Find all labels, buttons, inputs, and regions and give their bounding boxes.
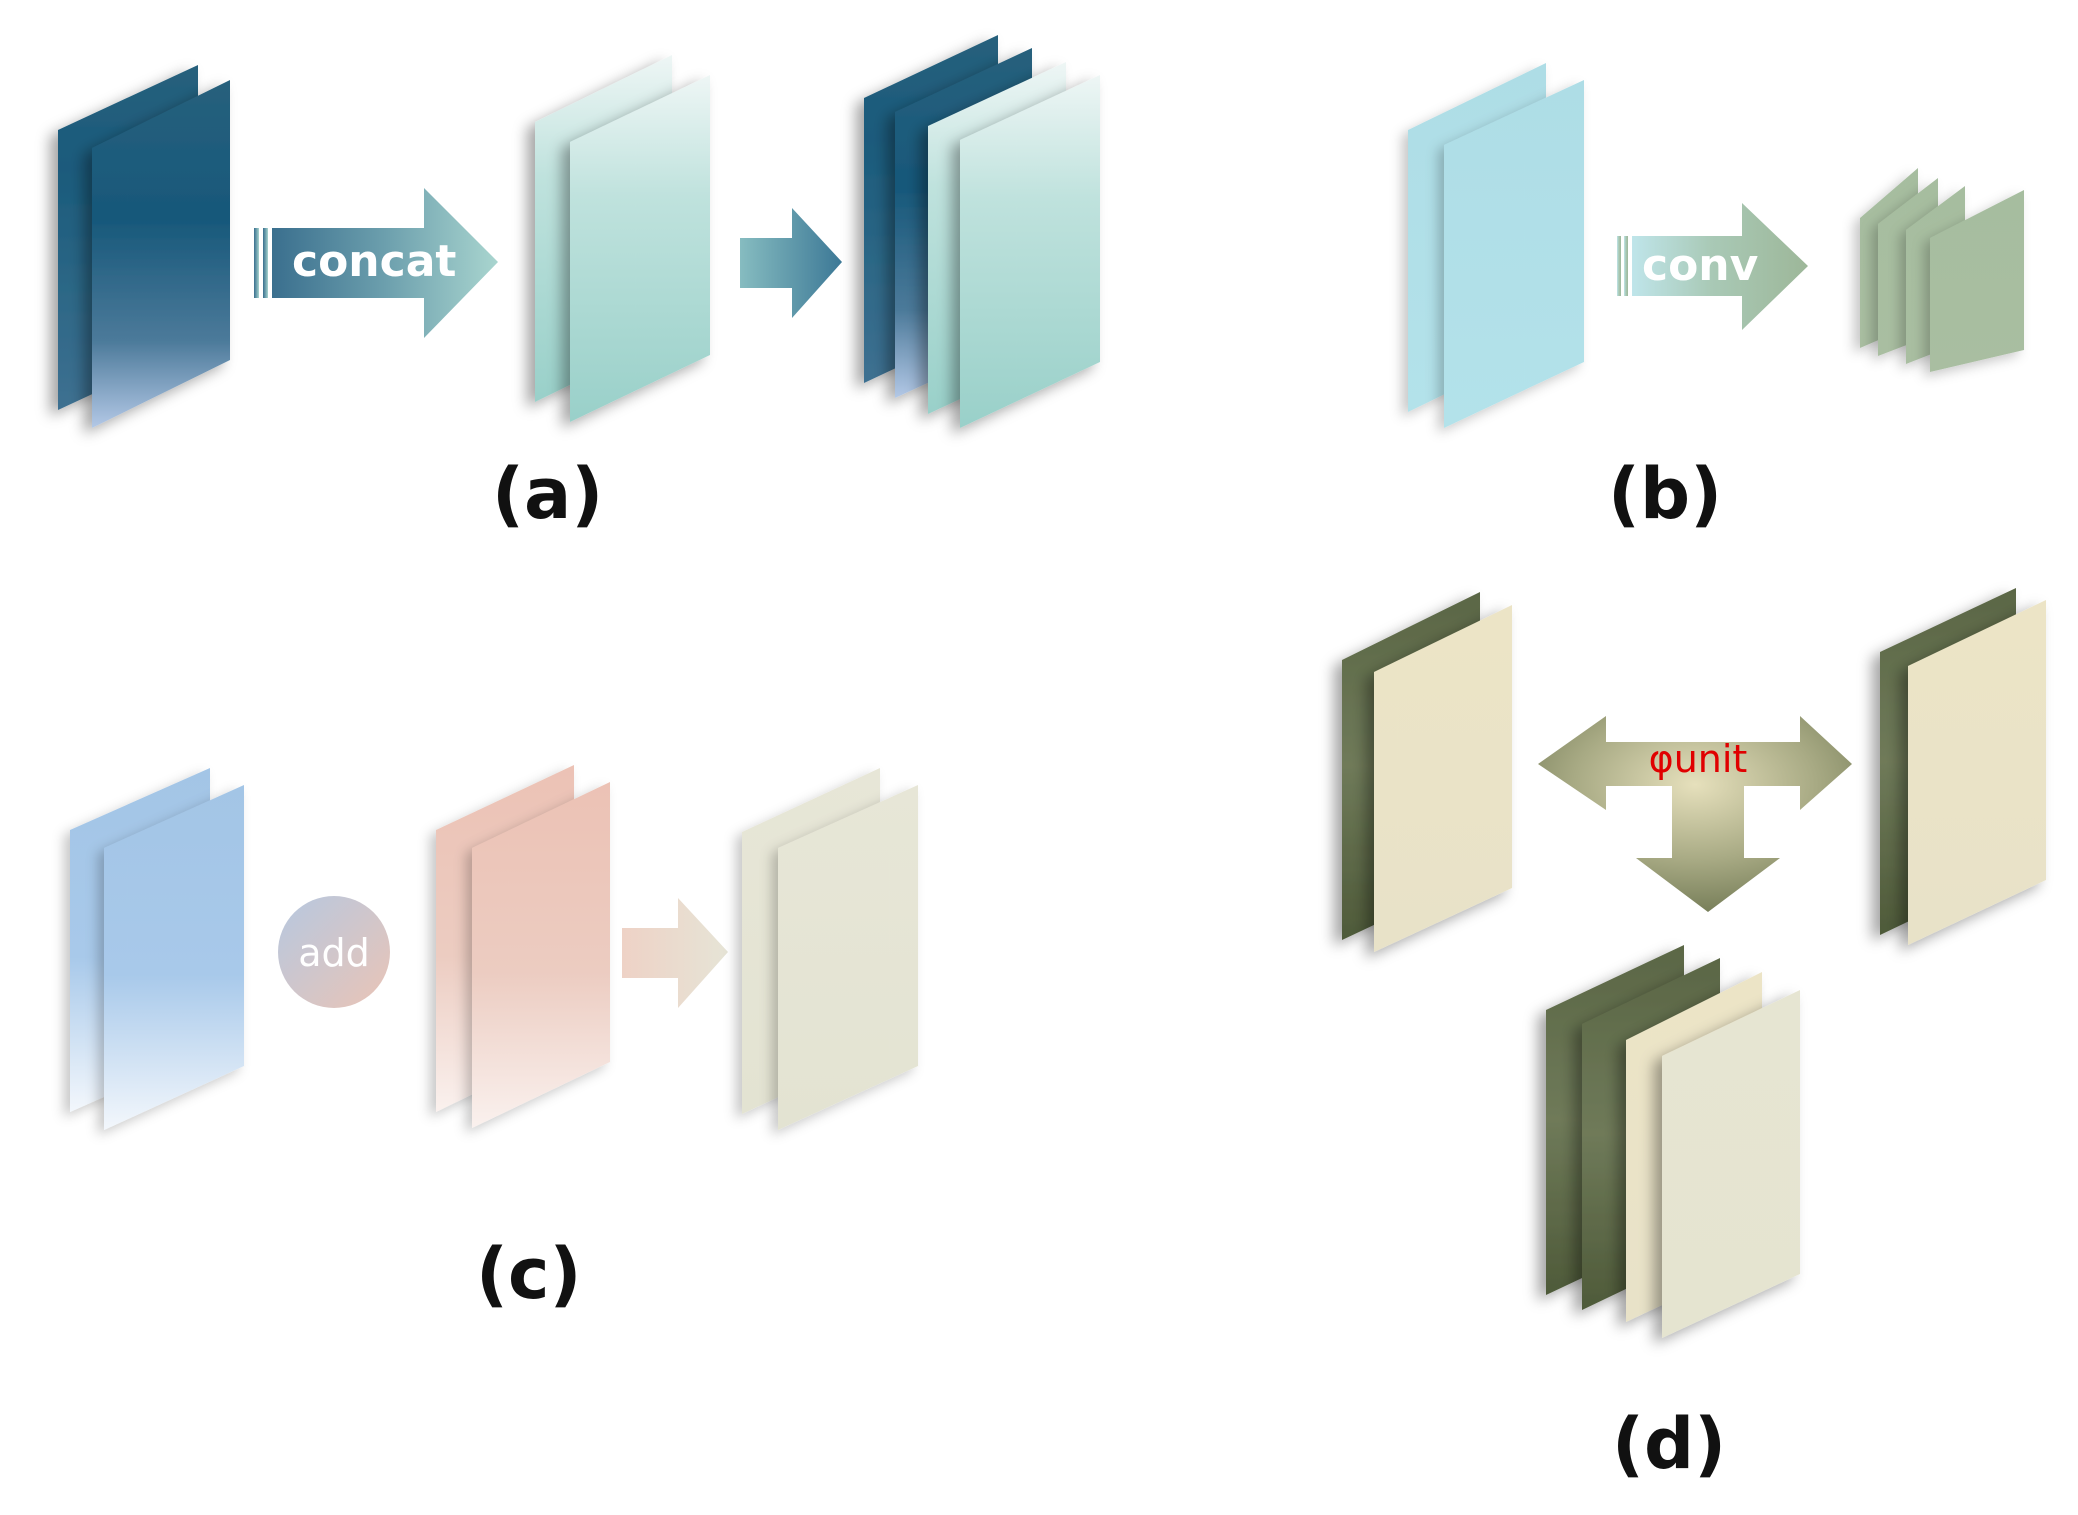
phi-output-feature-map [1546, 945, 1800, 1338]
input-feature-map-light [535, 55, 710, 422]
add-label: add [298, 931, 370, 975]
concatenated-feature-map [864, 35, 1100, 428]
add-output-feature-map [742, 768, 918, 1130]
phi-unit-label: φunit [1649, 737, 1748, 781]
caption-a: (a) [492, 453, 603, 535]
concat-arrow: concat [254, 188, 498, 338]
conv-arrow: conv [1617, 203, 1808, 330]
conv-input-feature-map [1408, 63, 1584, 428]
add-result-arrow [622, 898, 728, 1008]
caption-c: (c) [476, 1233, 581, 1315]
phi-input-feature-map-left [1342, 592, 1512, 952]
caption-d: (d) [1612, 1403, 1726, 1485]
phi-unit-arrow: φunit [1538, 716, 1852, 912]
phi-input-feature-map-right [1880, 588, 2046, 945]
caption-b: (b) [1608, 453, 1722, 535]
concat-label: concat [292, 236, 456, 287]
input-feature-map-dark [58, 65, 230, 428]
conv-output-feature-map [1860, 168, 2024, 372]
panel-b: conv (b) [1408, 63, 2024, 535]
panel-d: φunit (d) [1342, 588, 2046, 1485]
result-arrow [740, 208, 842, 318]
panel-a: concat (a) [58, 35, 1100, 535]
add-input-feature-map-blue [70, 768, 244, 1130]
add-input-feature-map-salmon [436, 765, 610, 1128]
add-operator: add [278, 896, 390, 1008]
panel-c: add (c) [70, 765, 918, 1315]
conv-label: conv [1642, 240, 1759, 291]
